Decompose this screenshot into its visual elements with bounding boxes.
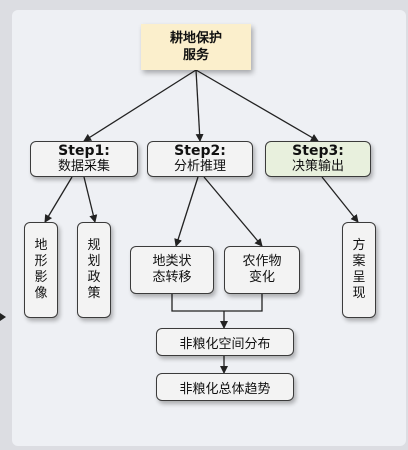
nongzuowu-line2: 变化 — [248, 270, 275, 285]
step2-label: Step2: — [174, 143, 226, 159]
step1-sub: 数据采集 — [57, 159, 110, 174]
step3-sub: 决策输出 — [291, 159, 344, 174]
overall-trend-node: 非粮化总体趋势 — [156, 373, 294, 401]
arrow-step1-dixing — [44, 176, 73, 223]
dixing-yingxiang-node: 地形影像 — [24, 222, 58, 318]
step2-node: Step2: 分析推理 — [147, 141, 253, 177]
arrow-step3-fangan — [321, 176, 359, 223]
step1-node: Step1: 数据采集 — [30, 141, 138, 177]
arrow-title-step1 — [83, 69, 197, 142]
arrow-step2-dilei — [174, 176, 199, 247]
spatial-distribution-node: 非粮化空间分布 — [156, 328, 294, 356]
arrow-title-step2 — [195, 69, 204, 142]
dilei-zhuangtai-node: 地类状 态转移 — [130, 246, 214, 294]
guihua-zhengce-label: 规划政策 — [87, 238, 101, 301]
guihua-zhengce-node: 规划政策 — [77, 222, 111, 318]
pointer-arrow-icon — [0, 313, 6, 321]
title-line2: 服务 — [182, 48, 209, 63]
nongzuowu-bianhua-node: 农作物 变化 — [224, 246, 300, 294]
step3-node: Step3: 决策输出 — [265, 141, 371, 177]
fangan-chengxian-label: 方案呈现 — [352, 238, 366, 301]
step1-label: Step1: — [58, 143, 110, 159]
step3-label: Step3: — [292, 143, 344, 159]
title-node: 耕地保护 服务 — [141, 24, 251, 70]
arrow-step1-guihua — [83, 176, 98, 223]
connector-nongzuowu-spatial — [224, 294, 263, 312]
arrow-title-step3 — [195, 69, 319, 142]
dilei-line2: 态转移 — [152, 270, 192, 285]
fangan-chengxian-node: 方案呈现 — [342, 222, 376, 318]
overall-trend-label: 非粮化总体趋势 — [179, 381, 271, 397]
dixing-yingxiang-label: 地形影像 — [34, 238, 48, 301]
nongzuowu-line1: 农作物 — [242, 254, 282, 269]
connector-dilei-spatial — [171, 294, 224, 312]
title-line1: 耕地保护 — [169, 31, 222, 46]
arrow-step2-nongzuowu — [203, 176, 263, 247]
dilei-line1: 地类状 — [152, 254, 192, 269]
spatial-distribution-label: 非粮化空间分布 — [179, 336, 271, 352]
step2-sub: 分析推理 — [173, 159, 226, 174]
